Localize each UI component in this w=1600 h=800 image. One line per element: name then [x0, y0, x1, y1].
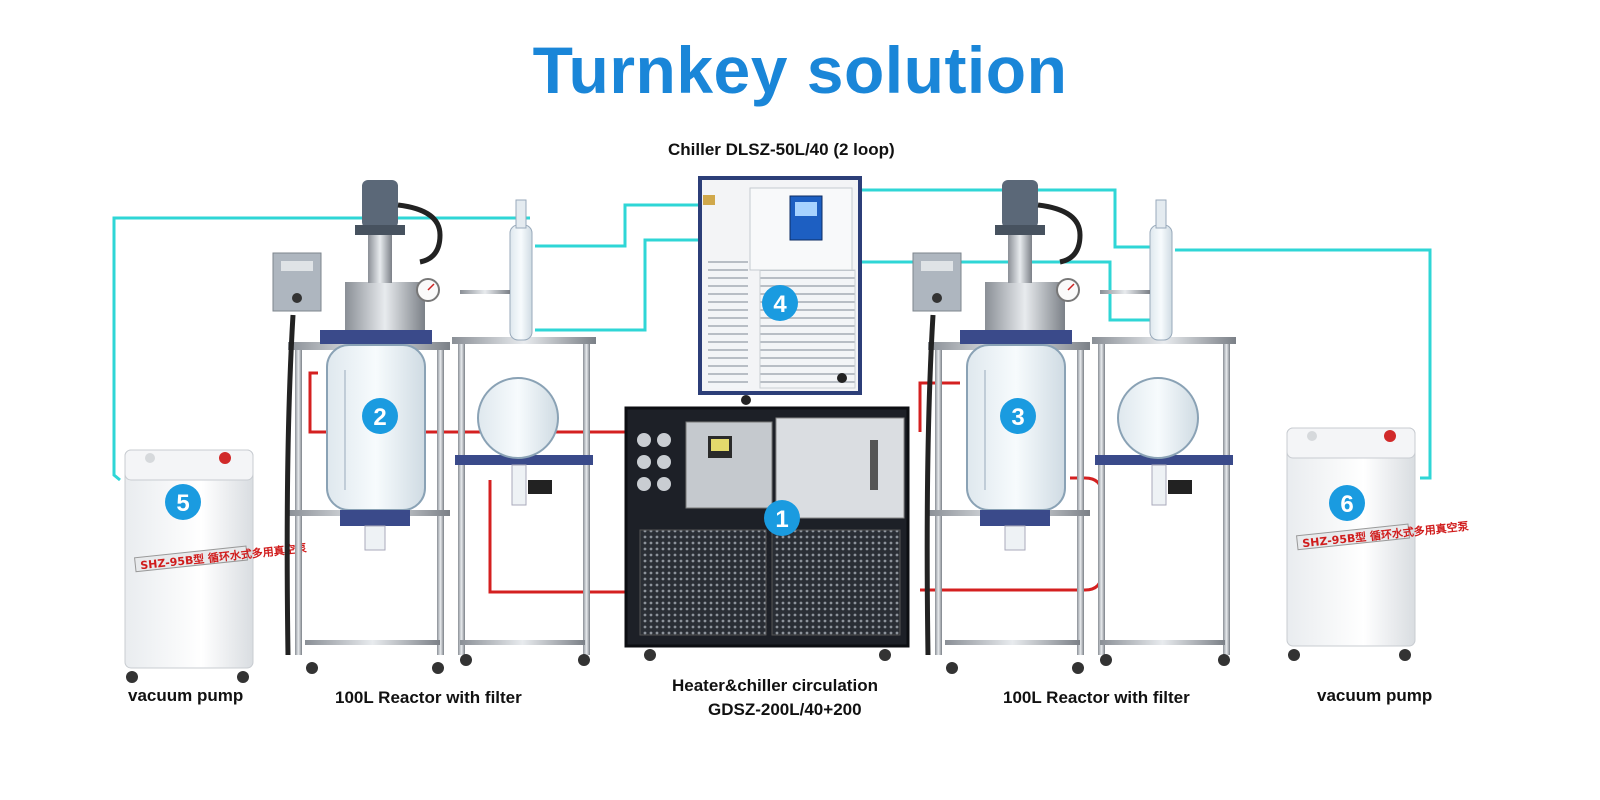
badge-1-number: 1	[775, 506, 788, 533]
vacuum-pump-left-label: vacuum pump	[128, 686, 244, 705]
reactor-right	[912, 180, 1090, 674]
chiller-label: Chiller DLSZ-50L/40 (2 loop)	[668, 140, 895, 159]
badge-6: 6	[1329, 485, 1365, 521]
filter-condenser-right	[1092, 199, 1236, 666]
badge-4: 4	[762, 285, 798, 321]
chiller-unit	[698, 176, 862, 405]
vacuum-pump-right: SHZ-95B型 循环水式多用真空泵	[1286, 427, 1469, 661]
cooling-lines	[112, 188, 1432, 482]
circulation-label-line2: GDSZ-200L/40+200	[708, 700, 862, 719]
reactor-left	[272, 180, 450, 674]
vacuum-pump-right-label: vacuum pump	[1317, 686, 1433, 705]
badge-3: 3	[1000, 398, 1036, 434]
badge-1: 1	[764, 500, 800, 536]
circulation-unit	[624, 406, 910, 661]
filter-condenser-left	[452, 199, 596, 666]
badge-3-number: 3	[1011, 404, 1024, 431]
reactor-right-label: 100L Reactor with filter	[1003, 688, 1190, 707]
vacuum-pump-left: SHZ-95B型 循环水式多用真空泵	[124, 449, 307, 683]
badge-5: 5	[165, 484, 201, 520]
badge-2: 2	[362, 398, 398, 434]
badge-6-number: 6	[1340, 491, 1353, 518]
badge-4-number: 4	[773, 291, 787, 318]
reactor-left-label: 100L Reactor with filter	[335, 688, 522, 707]
badge-5-number: 5	[176, 490, 189, 517]
page-title: Turnkey solution	[532, 33, 1068, 107]
badge-2-number: 2	[373, 404, 386, 431]
circulation-label-line1: Heater&chiller circulation	[672, 676, 878, 695]
